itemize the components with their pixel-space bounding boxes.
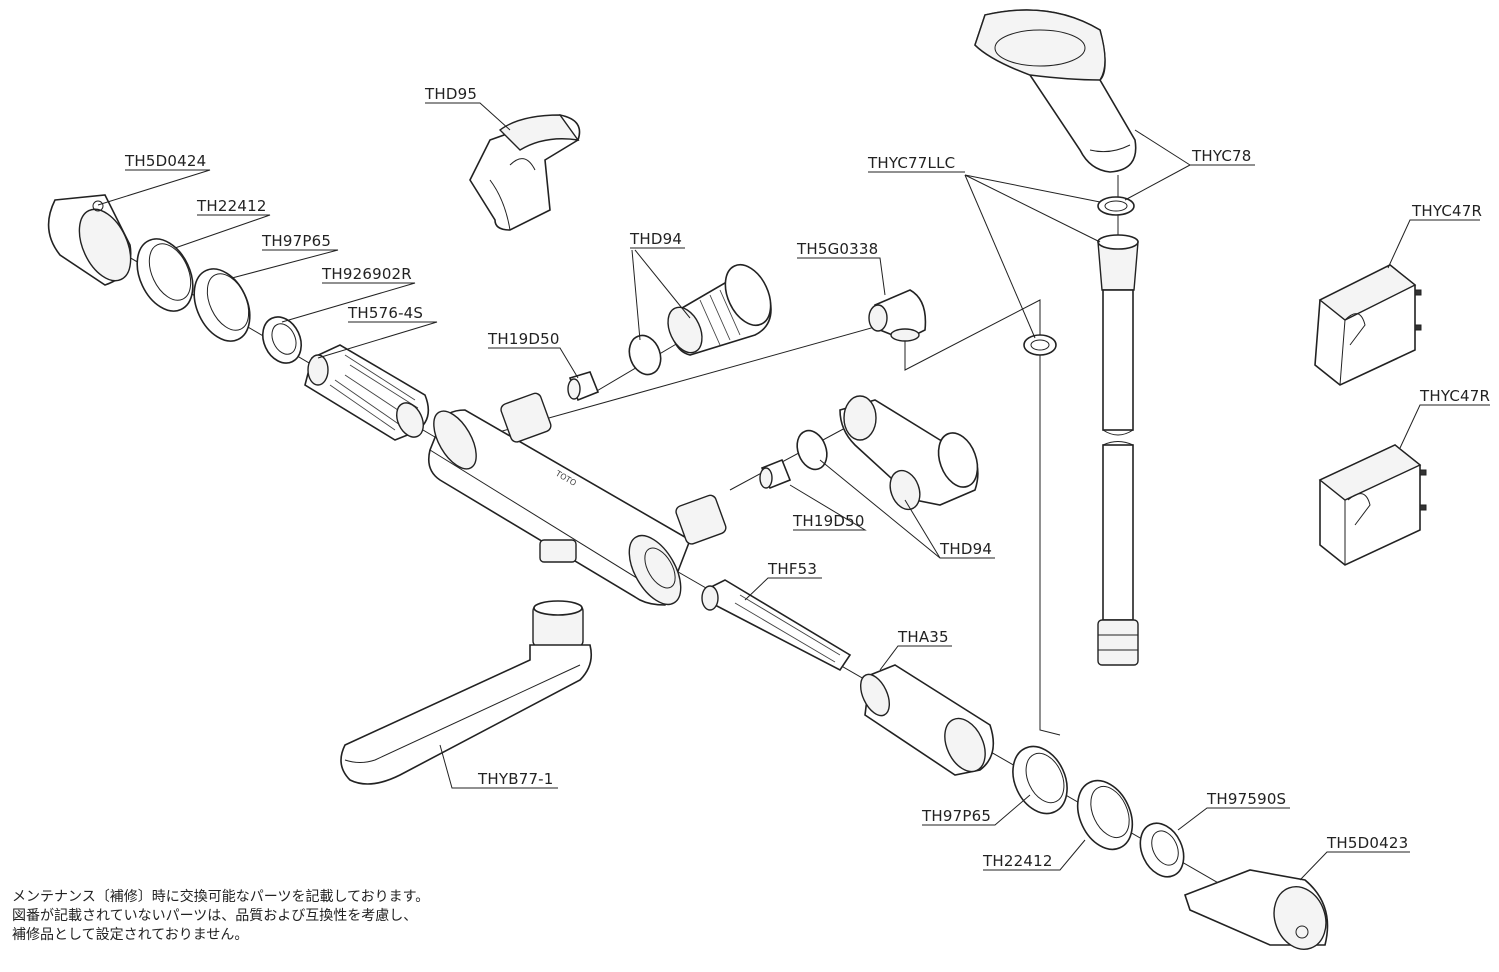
flow-handle: [1183, 869, 1329, 950]
ring-bottom: [1076, 779, 1134, 851]
small-ring-bottom: [1139, 822, 1185, 878]
strainer-filter: [701, 579, 852, 672]
label-th19d50-mid: TH19D50: [792, 512, 865, 530]
shower-holder: [469, 114, 581, 231]
label-thyb77-1: THYB77-1: [477, 770, 554, 788]
adjuster-ring-bottom: [1012, 745, 1068, 815]
label-th5d0424: TH5D0424: [124, 152, 206, 170]
label-thf53: THF53: [767, 560, 817, 578]
label-th576-4s: TH576-4S: [347, 304, 423, 322]
leader-lines: [97, 102, 1490, 881]
nipple-top: [567, 371, 600, 402]
label-tha35: THA35: [897, 628, 949, 646]
adjuster-ring-top: [193, 268, 251, 342]
washer-thd94-top: [628, 334, 662, 376]
maintenance-notes: メンテナンス〔補修〕時に交換可能なパーツを記載しております。 図番が記載されてい…: [12, 888, 572, 945]
label-th22412-bottom: TH22412: [982, 852, 1053, 870]
label-thyc77llc: THYC77LLC: [867, 154, 955, 172]
label-thd95: THD95: [424, 85, 477, 103]
label-thyc47r-top: THYC47R: [1411, 202, 1482, 220]
shower-head: [974, 9, 1137, 173]
label-thyc47r-bottom: THYC47R: [1419, 387, 1490, 405]
bath-spout: [340, 600, 593, 785]
label-th97p65-top: TH97P65: [261, 232, 331, 250]
shower-hose: [1097, 234, 1139, 666]
mixer-body: TOTO: [427, 392, 727, 606]
elbow-fitting: [868, 289, 927, 342]
label-thyc78: THYC78: [1191, 147, 1252, 165]
wall-bracket-bottom: [1318, 444, 1427, 566]
thermo-cartridge: [304, 344, 430, 441]
label-thd94-mid: THD94: [939, 540, 992, 558]
label-th5d0423: TH5D0423: [1326, 834, 1408, 852]
note-line-1: メンテナンス〔補修〕時に交換可能なパーツを記載しております。: [12, 889, 430, 905]
small-ring: [261, 316, 303, 364]
note-line-3: 補修品として設定されておりません。: [12, 927, 249, 943]
part-labels: THD95 TH5D0424 TH22412 TH97P65 TH926902R…: [124, 85, 1490, 870]
label-th97590s: TH97590S: [1206, 790, 1286, 808]
diverter-valve: [859, 664, 995, 776]
eccentric-union-mid: [839, 395, 979, 511]
label-th5g0338: TH5G0338: [796, 240, 878, 258]
shower-washer: [1097, 196, 1135, 216]
washer-mid: [796, 429, 828, 471]
nipple-mid: [759, 458, 792, 490]
label-th22412-top: TH22412: [196, 197, 267, 215]
hose-washer: [1023, 334, 1057, 356]
label-thd94-top: THD94: [629, 230, 682, 248]
elbow-union-top: [667, 263, 772, 356]
label-th926902r: TH926902R: [321, 265, 412, 283]
note-line-2: 図番が記載されていないパーツは、品質および互換性を考慮し、: [12, 908, 418, 924]
wall-bracket-top: [1314, 264, 1422, 386]
label-th97p65-bottom: TH97P65: [921, 807, 991, 825]
label-th19d50-top: TH19D50: [487, 330, 560, 348]
ring-top: [136, 238, 194, 312]
temperature-handle: [47, 194, 132, 286]
